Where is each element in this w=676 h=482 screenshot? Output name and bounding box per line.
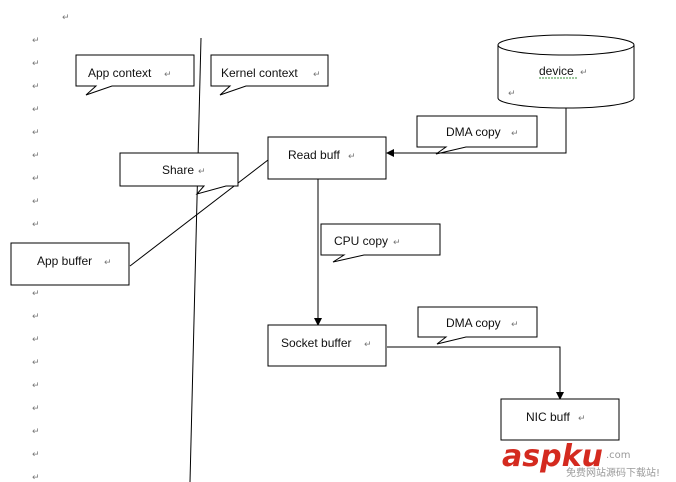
paragraph-mark: ↵ (32, 151, 40, 161)
paragraph-mark: ↵ (32, 404, 40, 414)
line-read-buff-to-app-buffer (129, 159, 269, 267)
cpu-copy-label: CPU copy (334, 234, 388, 248)
paragraph-mark: ↵ (164, 70, 172, 80)
paragraph-mark: ↵ (32, 289, 40, 299)
dma-copy-callout-bottom: DMA copy ↵ (417, 306, 538, 345)
dma-copy-callout-top: DMA copy ↵ (416, 115, 538, 155)
paragraph-mark: ↵ (32, 59, 40, 69)
paragraph-mark: ↵ (62, 13, 70, 23)
arrow-device-to-read-buff (386, 108, 567, 157)
paragraph-mark: ↵ (32, 105, 40, 115)
nic-buff-box: NIC buff ↵ (500, 398, 620, 441)
paragraph-mark: ↵ (313, 70, 321, 80)
paragraph-mark: ↵ (32, 358, 40, 368)
paragraph-mark: ↵ (32, 128, 40, 138)
paragraph-mark: ↵ (32, 82, 40, 92)
paragraph-marks: ↵ ↵ ↵ ↵ ↵ ↵ ↵ ↵ ↵ ↵ ↵ ↵ ↵ ↵ ↵ ↵ ↵ ↵ ↵ (32, 13, 70, 482)
socket-buffer-box: Socket buffer ↵ (267, 324, 387, 367)
paragraph-mark: ↵ (32, 174, 40, 184)
paragraph-mark: ↵ (578, 414, 586, 424)
kernel-context-label: Kernel context (221, 66, 298, 80)
paragraph-mark: ↵ (32, 427, 40, 437)
paragraph-mark: ↵ (511, 320, 519, 330)
paragraph-mark: ↵ (508, 89, 516, 99)
paragraph-mark: ↵ (32, 220, 40, 230)
context-divider-line (189, 37, 202, 482)
watermark-sub-text: 免费网站源码下载站! (566, 466, 660, 479)
app-context-callout: App context ↵ (75, 54, 195, 96)
nic-buff-label: NIC buff (526, 410, 570, 424)
paragraph-mark: ↵ (511, 129, 519, 139)
paragraph-mark: ↵ (32, 381, 40, 391)
kernel-context-callout: Kernel context ↵ (210, 54, 329, 96)
app-context-label: App context (88, 66, 152, 80)
paragraph-mark: ↵ (32, 450, 40, 460)
read-buff-box: Read buff ↵ (267, 136, 387, 180)
device-cylinder: device ↵ ↵ (497, 34, 635, 109)
paragraph-mark: ↵ (32, 473, 40, 482)
cpu-copy-callout: CPU copy ↵ (320, 223, 441, 263)
share-label: Share (162, 163, 194, 177)
paragraph-mark: ↵ (32, 197, 40, 207)
paragraph-mark: ↵ (580, 68, 588, 78)
paragraph-mark: ↵ (364, 340, 372, 350)
paragraph-mark: ↵ (348, 152, 356, 162)
paragraph-mark: ↵ (32, 312, 40, 322)
paragraph-mark: ↵ (104, 258, 112, 268)
aspku-watermark-logo: aspku .com 免费网站源码下载站! (502, 439, 660, 479)
app-buffer-label: App buffer (37, 254, 92, 268)
paragraph-mark: ↵ (393, 238, 401, 248)
paragraph-mark: ↵ (198, 167, 206, 177)
read-buff-label: Read buff (288, 148, 340, 162)
arrow-socket-buffer-to-nic-buff (387, 346, 564, 400)
dma-copy-bottom-label: DMA copy (446, 316, 501, 330)
paragraph-mark: ↵ (32, 36, 40, 46)
share-callout: Share ↵ (119, 152, 239, 195)
dma-copy-top-label: DMA copy (446, 125, 501, 139)
device-label: device (539, 64, 574, 78)
paragraph-mark: ↵ (32, 335, 40, 345)
app-buffer-box: App buffer ↵ (10, 242, 130, 286)
socket-buffer-label: Socket buffer (281, 336, 352, 350)
watermark-main-text: aspku (502, 439, 603, 474)
watermark-suffix-text: .com (606, 450, 631, 461)
